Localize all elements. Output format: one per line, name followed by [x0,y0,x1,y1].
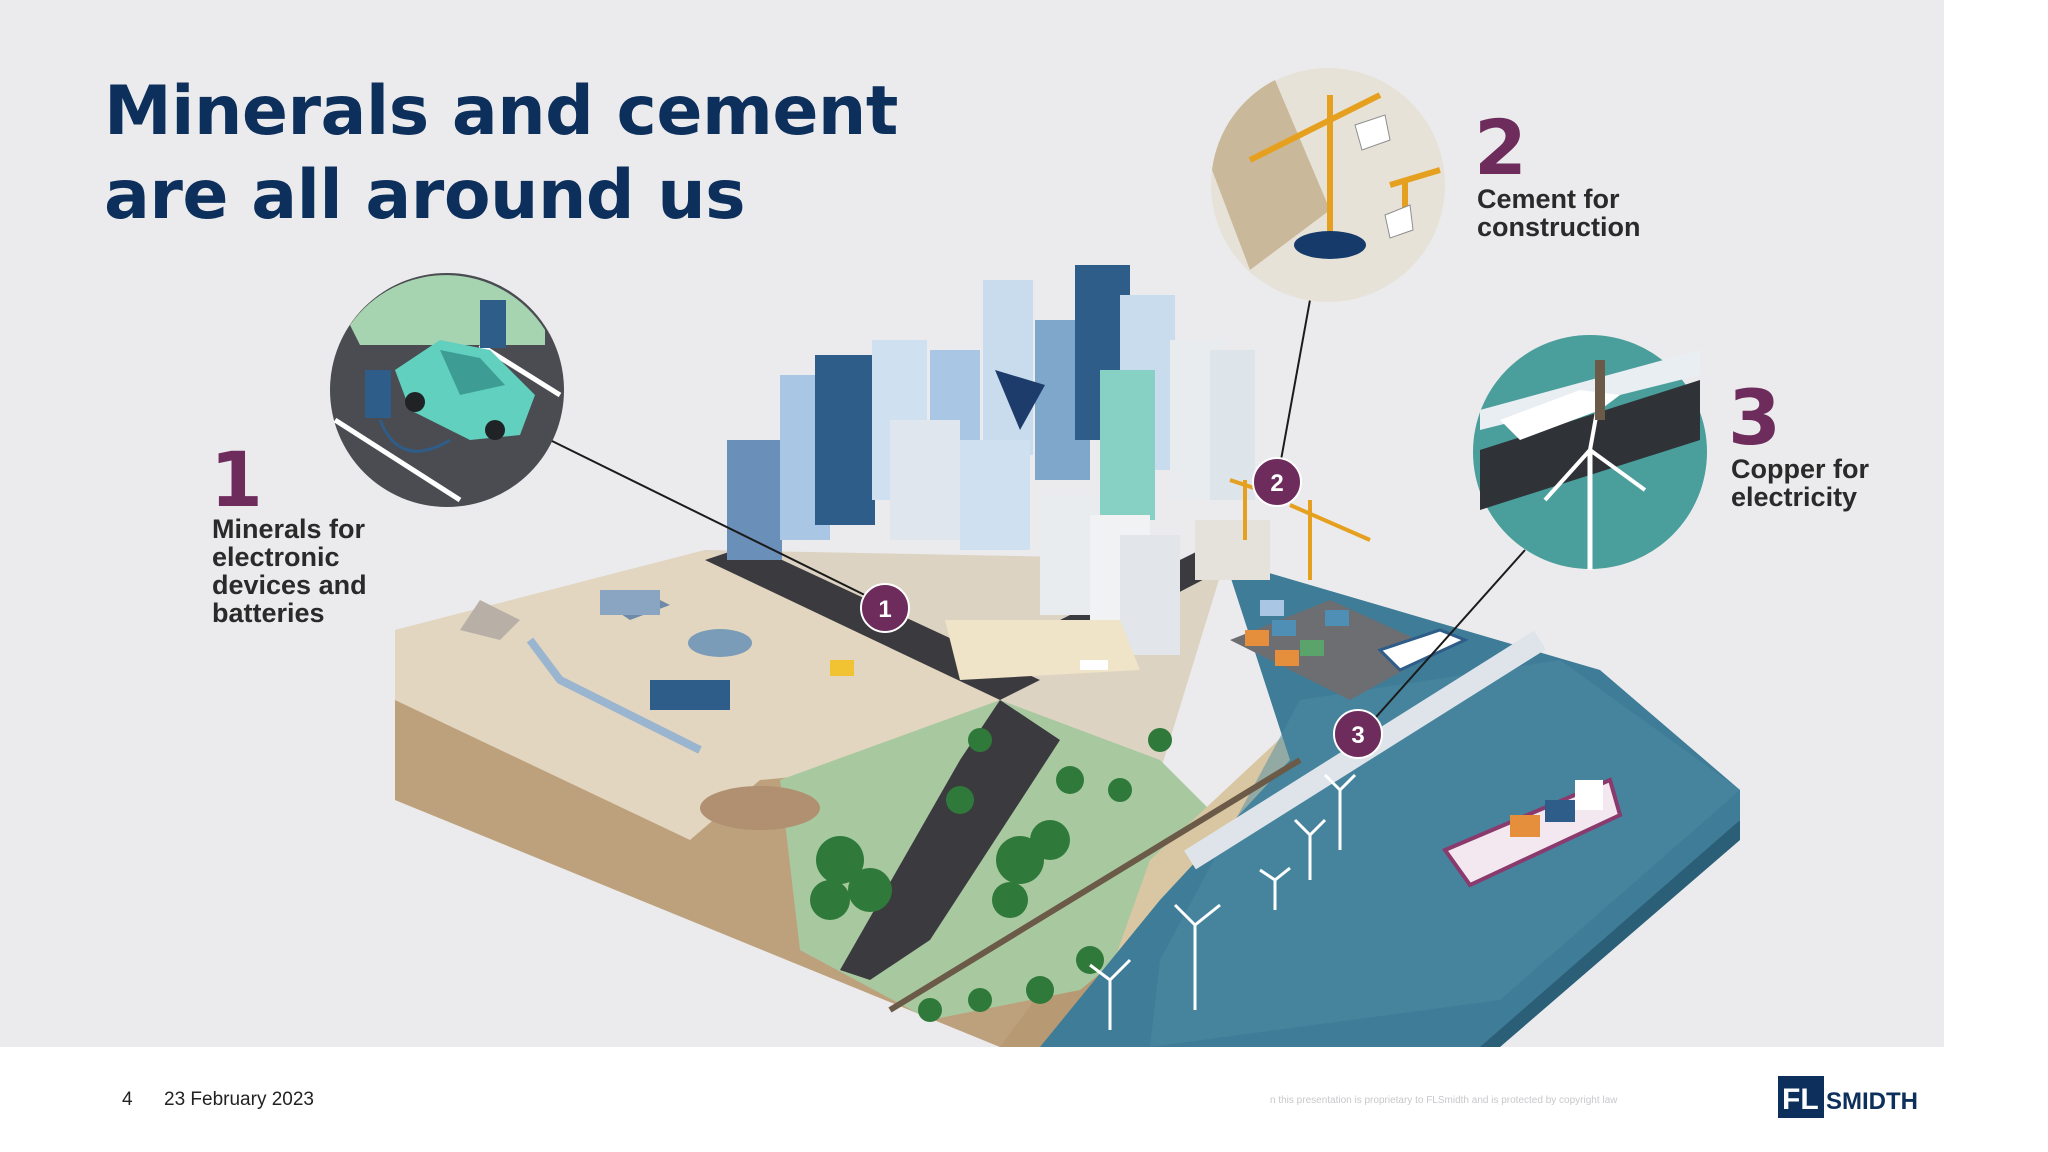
callout-3-caption-line-2: electricity [1731,482,1858,512]
callout-3-caption-line-1: Copper for [1731,454,1869,484]
callout-2-caption: Cement for construction [1477,185,1641,241]
map-marker-3-label: 3 [1351,722,1364,749]
callout-1-caption-line-2: electronic [212,542,340,572]
slide-footer [0,1047,2048,1152]
wind-turbines [1089,773,1357,1030]
footer-date: 23 February 2023 [164,1089,314,1110]
callout-1-caption-line-4: batteries [212,598,325,628]
callout-3-number: 3 [1728,373,1781,462]
slide-canvas: Minerals and cement are all around us [0,0,1944,1047]
callout-line-3 [1359,549,1526,736]
svg-text:SMIDTH: SMIDTH [1826,1088,1918,1115]
map-marker-1-label: 1 [878,596,891,623]
cargo-ship [1441,777,1623,888]
callout-1-caption: Minerals for electronic devices and batt… [212,515,367,627]
car-charging-icon [395,340,535,440]
title-line-1: Minerals and cement [104,72,898,151]
mineral-plant [460,590,854,830]
callout-image-1-ev-charging [330,273,564,507]
callout-2-number: 2 [1474,103,1527,192]
callout-2-caption-line-1: Cement for [1477,184,1620,214]
callout-1-number: 1 [210,435,263,524]
page-number: 4 [122,1089,133,1110]
right-margin [1944,0,2048,1152]
map-marker-3[interactable]: 3 [1333,709,1383,759]
slide-title: Minerals and cement are all around us [104,70,898,238]
city-towers [727,265,1270,680]
callout-lines [549,299,1526,736]
train-wind-icon [1500,390,1647,570]
callout-1-caption-line-1: Minerals for [212,514,366,544]
railway-track [888,757,1302,1013]
svg-text:FL: FL [1782,1083,1819,1116]
map-marker-2-label: 2 [1270,470,1283,497]
callout-image-3-train-wind [1473,335,1707,570]
map-marker-1[interactable]: 1 [860,583,910,633]
callout-line-1 [549,439,886,606]
callout-2-caption-line-2: construction [1477,212,1641,242]
city-illustration: 1 2 3 [330,68,1740,1047]
title-line-2: are all around us [104,156,746,235]
map-marker-2[interactable]: 2 [1252,457,1302,507]
callout-line-2 [1276,299,1311,483]
copyright-notice: n this presentation is proprietary to FL… [1270,1095,1618,1106]
trees [810,728,1172,1022]
flsmidth-logo: FL SMIDTH [1778,1076,1918,1118]
water [1040,560,1740,1047]
callout-1-caption-line-3: devices and [212,570,367,600]
callout-image-2-construction [1211,68,1445,302]
callout-3-caption: Copper for electricity [1731,455,1869,511]
